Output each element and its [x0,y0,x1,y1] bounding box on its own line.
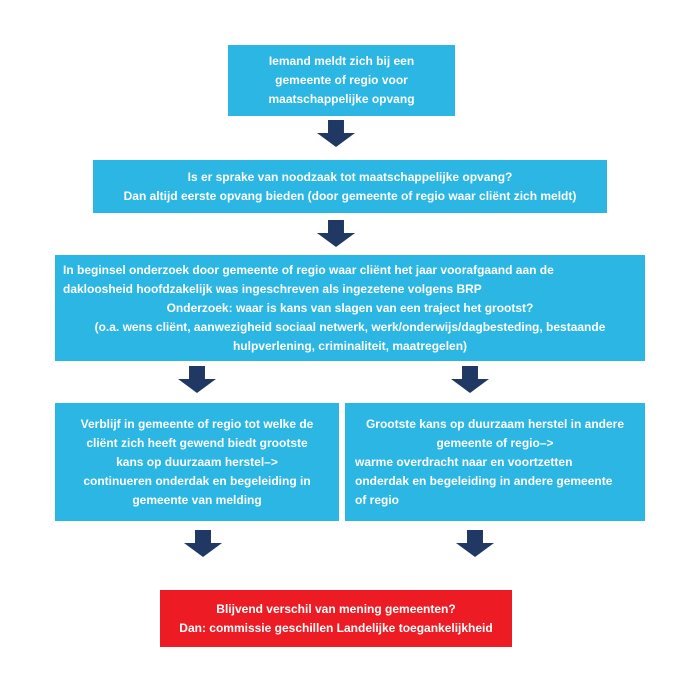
down-arrow-icon [317,220,355,247]
node-verblijf: Verblijf in gemeente of regio tot welke … [55,403,339,521]
node-onderzoek-paragraph-2: Onderzoek: waar is kans van slagen van e… [166,300,534,315]
node-noodzaak-text: Is er sprake van noodzaak tot maatschapp… [123,169,577,203]
node-melding-text: Iemand meldt zich bij een gemeente of re… [268,54,415,106]
down-arrow-icon [451,366,489,393]
node-onderzoek-paragraph-3: (o.a. wens cliënt, aanwezigheid sociaal … [94,319,606,353]
node-geschil-text: Blijvend verschil van mening gemeenten? … [179,601,493,635]
node-melding: Iemand meldt zich bij een gemeente of re… [228,45,455,116]
down-arrow-icon [317,120,355,147]
down-arrow-icon [184,530,222,557]
node-geschil-alert: Blijvend verschil van mening gemeenten? … [160,590,512,647]
down-arrow-icon [178,366,216,393]
node-overdracht-paragraph-1: Grootste kans op duurzaam herstel in and… [365,416,625,450]
node-noodzaak: Is er sprake van noodzaak tot maatschapp… [93,160,607,213]
node-overdracht: Grootste kans op duurzaam herstel in and… [345,403,645,521]
down-arrow-icon [456,530,494,557]
node-onderzoek: In beginsel onderzoek door gemeente of r… [55,255,645,361]
node-onderzoek-paragraph-1: In beginsel onderzoek door gemeente of r… [63,262,554,296]
node-overdracht-paragraph-2: warme overdracht naar en voortzetten ond… [355,454,613,507]
node-verblijf-text: Verblijf in gemeente of regio tot welke … [80,416,314,507]
